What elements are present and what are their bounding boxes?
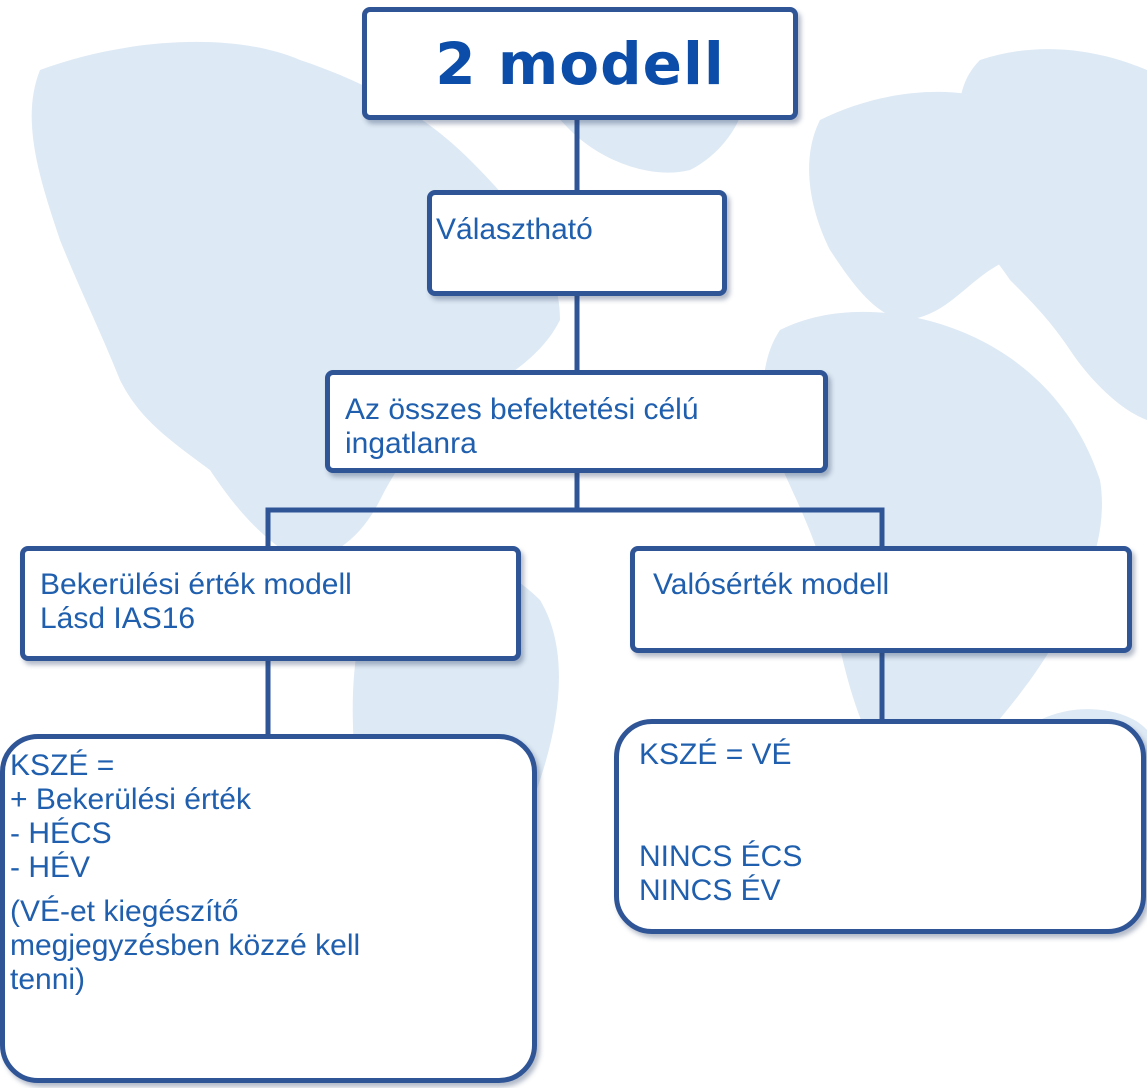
node-bekerulesi-ertek-modell: Bekerülési érték modell Lásd IAS16 (20, 546, 521, 661)
node-valos-label: Valósérték modell (653, 568, 890, 601)
node-valosertek-modell: Valósérték modell (630, 546, 1132, 653)
map-asia (958, 49, 1147, 421)
diagram-title: 2 modell (435, 29, 725, 98)
node-ksze-valosertek: KSZÉ = VÉ NINCS ÉCS NINCS ÉV (614, 719, 1146, 934)
node-bekerulesi-label: Bekerülési érték modell Lásd IAS16 (40, 568, 352, 635)
node-valaszthato: Választható (427, 190, 727, 296)
node-ksze-bekerulesi: KSZÉ = + Bekerülési érték - HÉCS - HÉV (… (0, 734, 537, 1083)
title-box: 2 modell (362, 7, 798, 120)
node-kszebal-lines: KSZÉ = + Bekerülési érték - HÉCS - HÉV (10, 749, 251, 884)
node-kszejobb-label: KSZÉ = VÉ NINCS ÉCS NINCS ÉV (639, 738, 803, 907)
node-valaszthato-label: Választható (436, 213, 593, 246)
node-osszes-label: Az összes befektetési célú ingatlanra (345, 393, 699, 460)
node-kszebal-note: (VÉ-et kiegészítő megjegyzésben közzé ke… (10, 895, 361, 996)
node-osszes-befektetesi: Az összes befektetési célú ingatlanra (325, 370, 828, 473)
